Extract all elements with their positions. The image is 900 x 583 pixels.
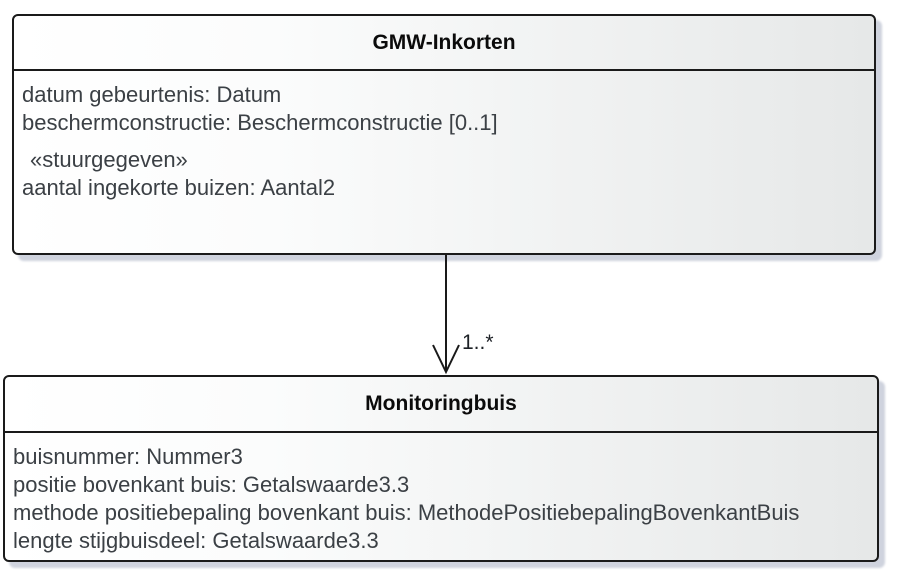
attribute-list: buisnummer: Nummer3 positie bovenkant bui… bbox=[13, 443, 869, 555]
class-attribute: positie bovenkant buis: Getalswaarde3.3 bbox=[13, 472, 410, 497]
association-arrow[interactable] bbox=[420, 254, 480, 375]
class-attribute: lengte stijgbuisdeel: Getalswaarde3.3 bbox=[13, 528, 379, 553]
class-attribute: aantal ingekorte buizen: Aantal2 bbox=[22, 175, 336, 200]
class-attributes-gmw-inkorten: datum gebeurtenis: Datum beschermconstruc… bbox=[14, 71, 874, 202]
attribute-stereotype: «stuurgegeven» bbox=[30, 147, 188, 172]
class-box-monitoringbuis[interactable]: Monitoringbuis buisnummer: Nummer3 positi… bbox=[3, 375, 879, 562]
attribute-list: datum gebeurtenis: Datum beschermconstruc… bbox=[22, 81, 866, 137]
class-attribute: methode positiebepaling bovenkant buis: … bbox=[13, 500, 800, 525]
class-attributes-monitoringbuis: buisnummer: Nummer3 positie bovenkant bui… bbox=[5, 433, 877, 555]
class-box-gmw-inkorten[interactable]: GMW-Inkorten datum gebeurtenis: Datum bes… bbox=[12, 14, 876, 255]
class-attribute: beschermconstructie: Beschermconstructie… bbox=[22, 110, 498, 135]
class-title-gmw-inkorten: GMW-Inkorten bbox=[14, 16, 874, 71]
multiplicity-label: 1..* bbox=[462, 331, 494, 354]
class-attribute: datum gebeurtenis: Datum bbox=[22, 82, 282, 107]
stereotyped-attribute-list: aantal ingekorte buizen: Aantal2 bbox=[22, 174, 866, 202]
class-attribute: buisnummer: Nummer3 bbox=[13, 444, 243, 469]
class-title-monitoringbuis: Monitoringbuis bbox=[5, 377, 877, 433]
